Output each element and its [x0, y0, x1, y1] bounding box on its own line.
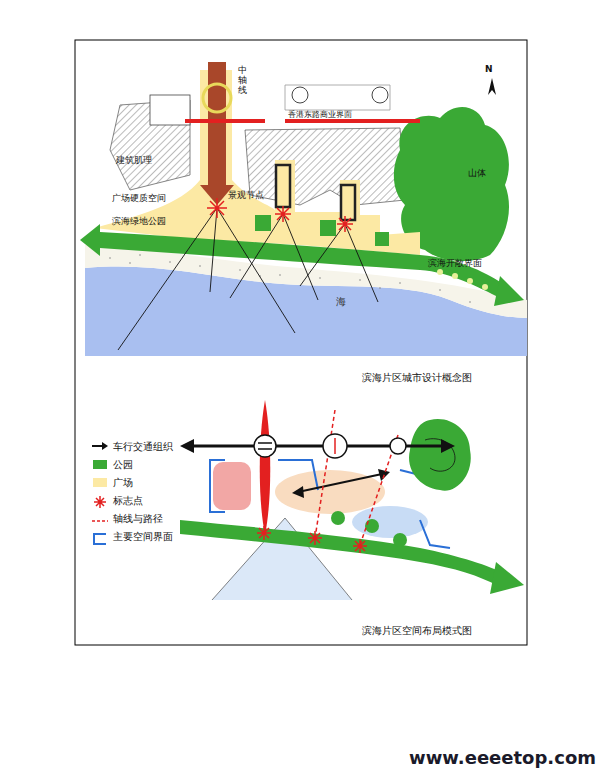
watermark: www.eeeetop.com: [409, 748, 596, 769]
park-band-bottom: [180, 511, 524, 594]
nodes-circles: [254, 434, 406, 458]
frontage-label: 香港东路商业界面: [288, 110, 352, 119]
node-label: 景观节点: [228, 190, 264, 200]
legend-text: 公园: [113, 458, 133, 472]
park-band: [80, 215, 524, 306]
central-axis: [200, 62, 355, 220]
open-frontage-dots: [437, 269, 488, 290]
north-arrow: [488, 78, 496, 95]
park-label: 滨海绿地公园: [112, 216, 166, 226]
legend-text: 轴线与路径: [113, 512, 163, 526]
hill-label: 山体: [468, 168, 486, 178]
sight-lines: [118, 208, 378, 350]
landmark-stars: [207, 198, 353, 232]
legend-text: 广场: [113, 476, 133, 490]
plaza-label: 广场硬质空间: [112, 193, 166, 203]
plaza: [95, 70, 420, 255]
legend-samples: [92, 442, 108, 544]
legend-text: 主要空间界面: [113, 530, 173, 544]
axis-label: 中轴线: [238, 66, 247, 96]
axis-paths: [315, 410, 398, 545]
caption: 滨海片区城市设计概念图: [362, 372, 472, 384]
legend-swatch: [93, 478, 107, 487]
buildings: [110, 85, 405, 205]
sea-label: 海: [336, 296, 346, 308]
legend-swatch: [93, 460, 107, 469]
frontage-label: 滨海开敞界面: [428, 258, 482, 268]
legend-text: 标志点: [113, 494, 143, 508]
frame: [75, 40, 527, 645]
legend-text: 车行交通组织: [113, 440, 173, 454]
landmark-stars-bottom: [257, 526, 367, 553]
axis-spindle: [260, 400, 271, 535]
road: [180, 439, 455, 498]
caption: 滨海片区空间布局模式图: [362, 625, 472, 637]
texture-label: 建筑肌理: [116, 155, 152, 165]
commercial-frontage: [185, 119, 420, 123]
north-label: N: [485, 64, 493, 74]
